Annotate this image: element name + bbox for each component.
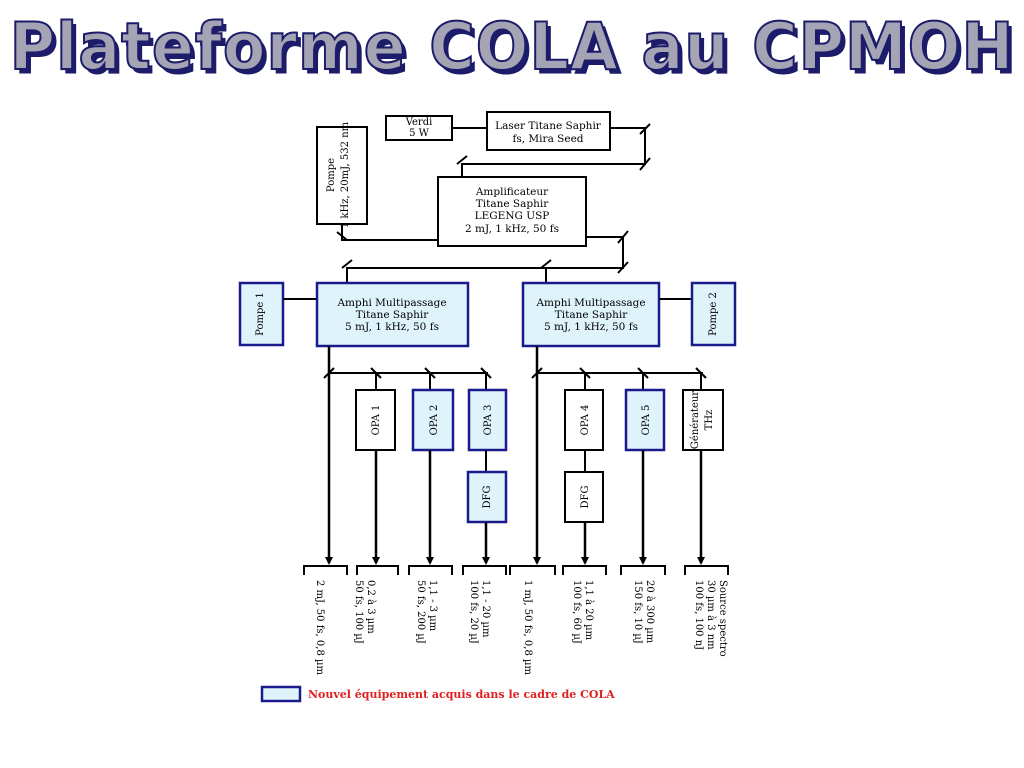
verdi-line-2: 5 W	[409, 128, 430, 139]
seed-beam-path	[456, 123, 651, 177]
amplifier-line-2: Titane Saphir	[476, 198, 549, 210]
svg-text:30 µm à 3 nm: 30 µm à 3 nm	[705, 580, 716, 650]
svg-text:OPA 5: OPA 5	[641, 405, 652, 436]
dfg1-box: DFG	[466, 470, 508, 524]
svg-text:100 fs, 60 µJ: 100 fs, 60 µJ	[571, 580, 582, 644]
verdi-box: Verdi 5 W	[385, 115, 453, 141]
output-label-5: 1 mJ, 50 fs, 0,8 µm	[522, 580, 533, 675]
opa2-box: OPA 2	[411, 388, 455, 452]
output-label-8: Source spectro 30 µm à 3 nm 100 fs, 100 …	[693, 580, 728, 657]
svg-text:2 mJ, 50 fs, 0,8 µm: 2 mJ, 50 fs, 0,8 µm	[314, 580, 325, 675]
page-title: Plateforme COLA au CPMOH	[9, 7, 1015, 86]
svg-text:50 fs, 100 µJ: 50 fs, 100 µJ	[353, 580, 364, 644]
svg-text:DFG: DFG	[482, 486, 493, 509]
svg-text:OPA 3: OPA 3	[483, 405, 494, 436]
amphi2-line-3: 5 mJ, 1 kHz, 50 fs	[544, 321, 638, 333]
distribution-left	[323, 367, 492, 390]
output-label-4: 1,1 - 20 µm 100 fs, 20 µJ	[468, 580, 491, 644]
svg-text:150 fs, 10 µJ: 150 fs, 10 µJ	[632, 580, 643, 644]
svg-text:100 fs, 100 nJ: 100 fs, 100 nJ	[693, 580, 704, 650]
svg-text:DFG: DFG	[580, 486, 591, 509]
svg-text:OPA 2: OPA 2	[429, 405, 440, 436]
output-label-2: 0,2 à 3 µm 50 fs, 100 µJ	[353, 580, 376, 644]
svg-text:THz: THz	[704, 410, 715, 431]
amphi1-box: Amphi Multipassage Titane Saphir 5 mJ, 1…	[315, 281, 470, 348]
pompe1-label: Pompe 1	[255, 292, 266, 336]
output-label-7: 20 à 300 µm 150 fs, 10 µJ	[632, 580, 655, 644]
amphi1-line-2: Titane Saphir	[356, 309, 429, 321]
output-label-3: 1,1 - 3 µm 50 fs, 200 µJ	[415, 580, 438, 644]
svg-text:Source spectro: Source spectro	[717, 580, 728, 657]
amphi1-line-3: 5 mJ, 1 kHz, 50 fs	[345, 321, 439, 333]
amplifier-line-4: 2 mJ, 1 kHz, 50 fs	[465, 223, 559, 235]
amphi1-line-1: Amphi Multipassage	[336, 297, 446, 309]
dfg2-box: DFG	[564, 471, 604, 523]
svg-text:0,2 à 3 µm: 0,2 à 3 µm	[365, 580, 376, 634]
distribution-right	[531, 367, 707, 390]
legend: Nouvel équipement acquis dans le cadre d…	[260, 685, 615, 703]
amphi2-line-1: Amphi Multipassage	[535, 297, 645, 309]
legend-swatch	[260, 685, 302, 703]
opa3-box: OPA 3	[467, 388, 508, 452]
output-label-1: 2 mJ, 50 fs, 0,8 µm	[314, 580, 325, 675]
output-brackets	[303, 565, 729, 575]
pump-main-line-2: 1 kHz, 20mJ, 532 nm	[340, 121, 351, 228]
output-label-6: 1,1 à 20 µm 100 fs, 60 µJ	[571, 580, 594, 644]
amplifier-output-path	[341, 230, 629, 283]
opa5-box: OPA 5	[624, 388, 666, 452]
pump-beam-path	[336, 224, 438, 241]
svg-text:OPA 4: OPA 4	[580, 405, 591, 436]
pump-main-box: Pompe 1 kHz, 20mJ, 532 nm	[316, 121, 368, 228]
pompe2-box: Pompe 2	[690, 281, 737, 347]
amplifier-line-3: LEGENG USP	[475, 210, 550, 222]
amphi2-box: Amphi Multipassage Titane Saphir 5 mJ, 1…	[521, 281, 661, 348]
svg-text:1,1 - 20 µm: 1,1 - 20 µm	[480, 580, 491, 638]
opa4-box: OPA 4	[564, 389, 604, 451]
svg-text:Générateur: Générateur	[690, 391, 701, 449]
opa1-box: OPA 1	[355, 389, 396, 451]
amphi2-line-2: Titane Saphir	[555, 309, 628, 321]
thz-generator-box: Générateur THz	[682, 389, 724, 451]
svg-text:20 à 300 µm: 20 à 300 µm	[644, 580, 655, 644]
laser-box: Laser Titane Saphir fs, Mira Seed	[486, 111, 611, 151]
svg-text:100 fs, 20 µJ: 100 fs, 20 µJ	[468, 580, 479, 644]
amplifier-line-1: Amplificateur	[475, 186, 549, 198]
laser-line-1: Laser Titane Saphir	[495, 120, 602, 132]
pump-main-line-1: Pompe	[326, 158, 337, 192]
laser-line-2: fs, Mira Seed	[512, 133, 583, 145]
svg-text:1 mJ, 50 fs, 0,8 µm: 1 mJ, 50 fs, 0,8 µm	[522, 580, 533, 675]
verdi-line-1: Verdi	[405, 117, 433, 128]
svg-text:1,1 - 3 µm: 1,1 - 3 µm	[427, 580, 438, 632]
output-arrows	[325, 346, 705, 565]
legend-label: Nouvel équipement acquis dans le cadre d…	[308, 688, 615, 701]
svg-text:50 fs, 200 µJ: 50 fs, 200 µJ	[415, 580, 426, 644]
pompe2-label: Pompe 2	[708, 292, 719, 336]
svg-text:1,1 à 20 µm: 1,1 à 20 µm	[583, 580, 594, 641]
pompe1-box: Pompe 1	[238, 281, 285, 347]
svg-text:OPA 1: OPA 1	[371, 405, 382, 436]
amplifier-box: Amplificateur Titane Saphir LEGENG USP 2…	[437, 176, 587, 247]
